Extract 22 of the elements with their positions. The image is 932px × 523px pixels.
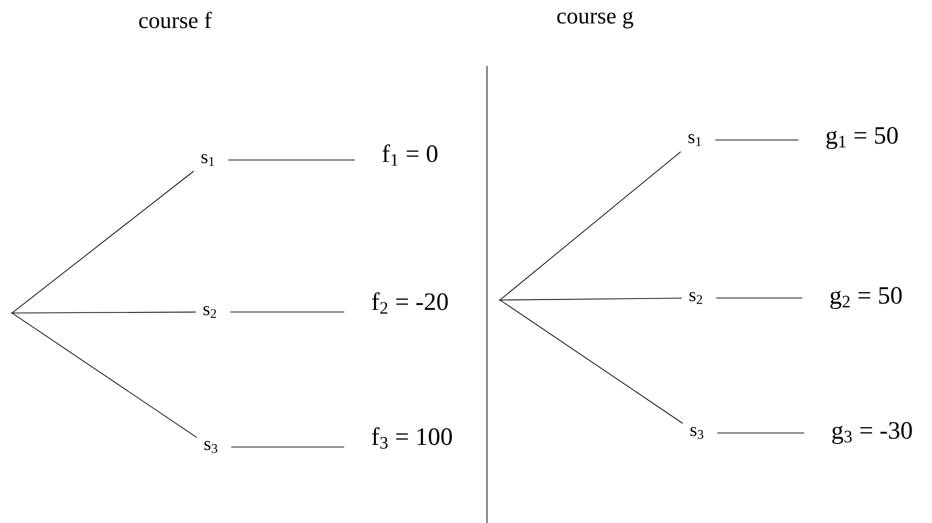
payoff-label: g$_{1}$ = 50 (826, 127, 898, 149)
course-heading: course f (139, 12, 212, 28)
course-heading: course g (557, 12, 634, 28)
payoff-label: f$_{2}$ = -20 (372, 292, 448, 314)
state-label: s$_{1}$ (202, 154, 214, 166)
branch-line (12, 312, 196, 314)
state-label: s$_{3}$ (204, 441, 218, 453)
branch-line (12, 170, 194, 313)
connector-line (230, 446, 345, 448)
payoff-label: g$_{3}$ = -30 (832, 422, 912, 444)
branch-line (12, 313, 198, 438)
payoff-label: f$_{1}$ = 0 (382, 144, 438, 166)
payoff-label: g$_{2}$ = 50 (830, 287, 902, 309)
branch-line (500, 298, 682, 300)
payoff-label: f$_{3}$ = 100 (372, 427, 452, 449)
state-label: s$_{1}$ (688, 134, 701, 146)
state-label: s$_{2}$ (204, 306, 216, 318)
connector-line (716, 432, 805, 434)
state-label: s$_{2}$ (690, 292, 702, 304)
branch-line (500, 300, 684, 424)
state-label: s$_{3}$ (690, 427, 704, 439)
branch-line (500, 151, 682, 300)
